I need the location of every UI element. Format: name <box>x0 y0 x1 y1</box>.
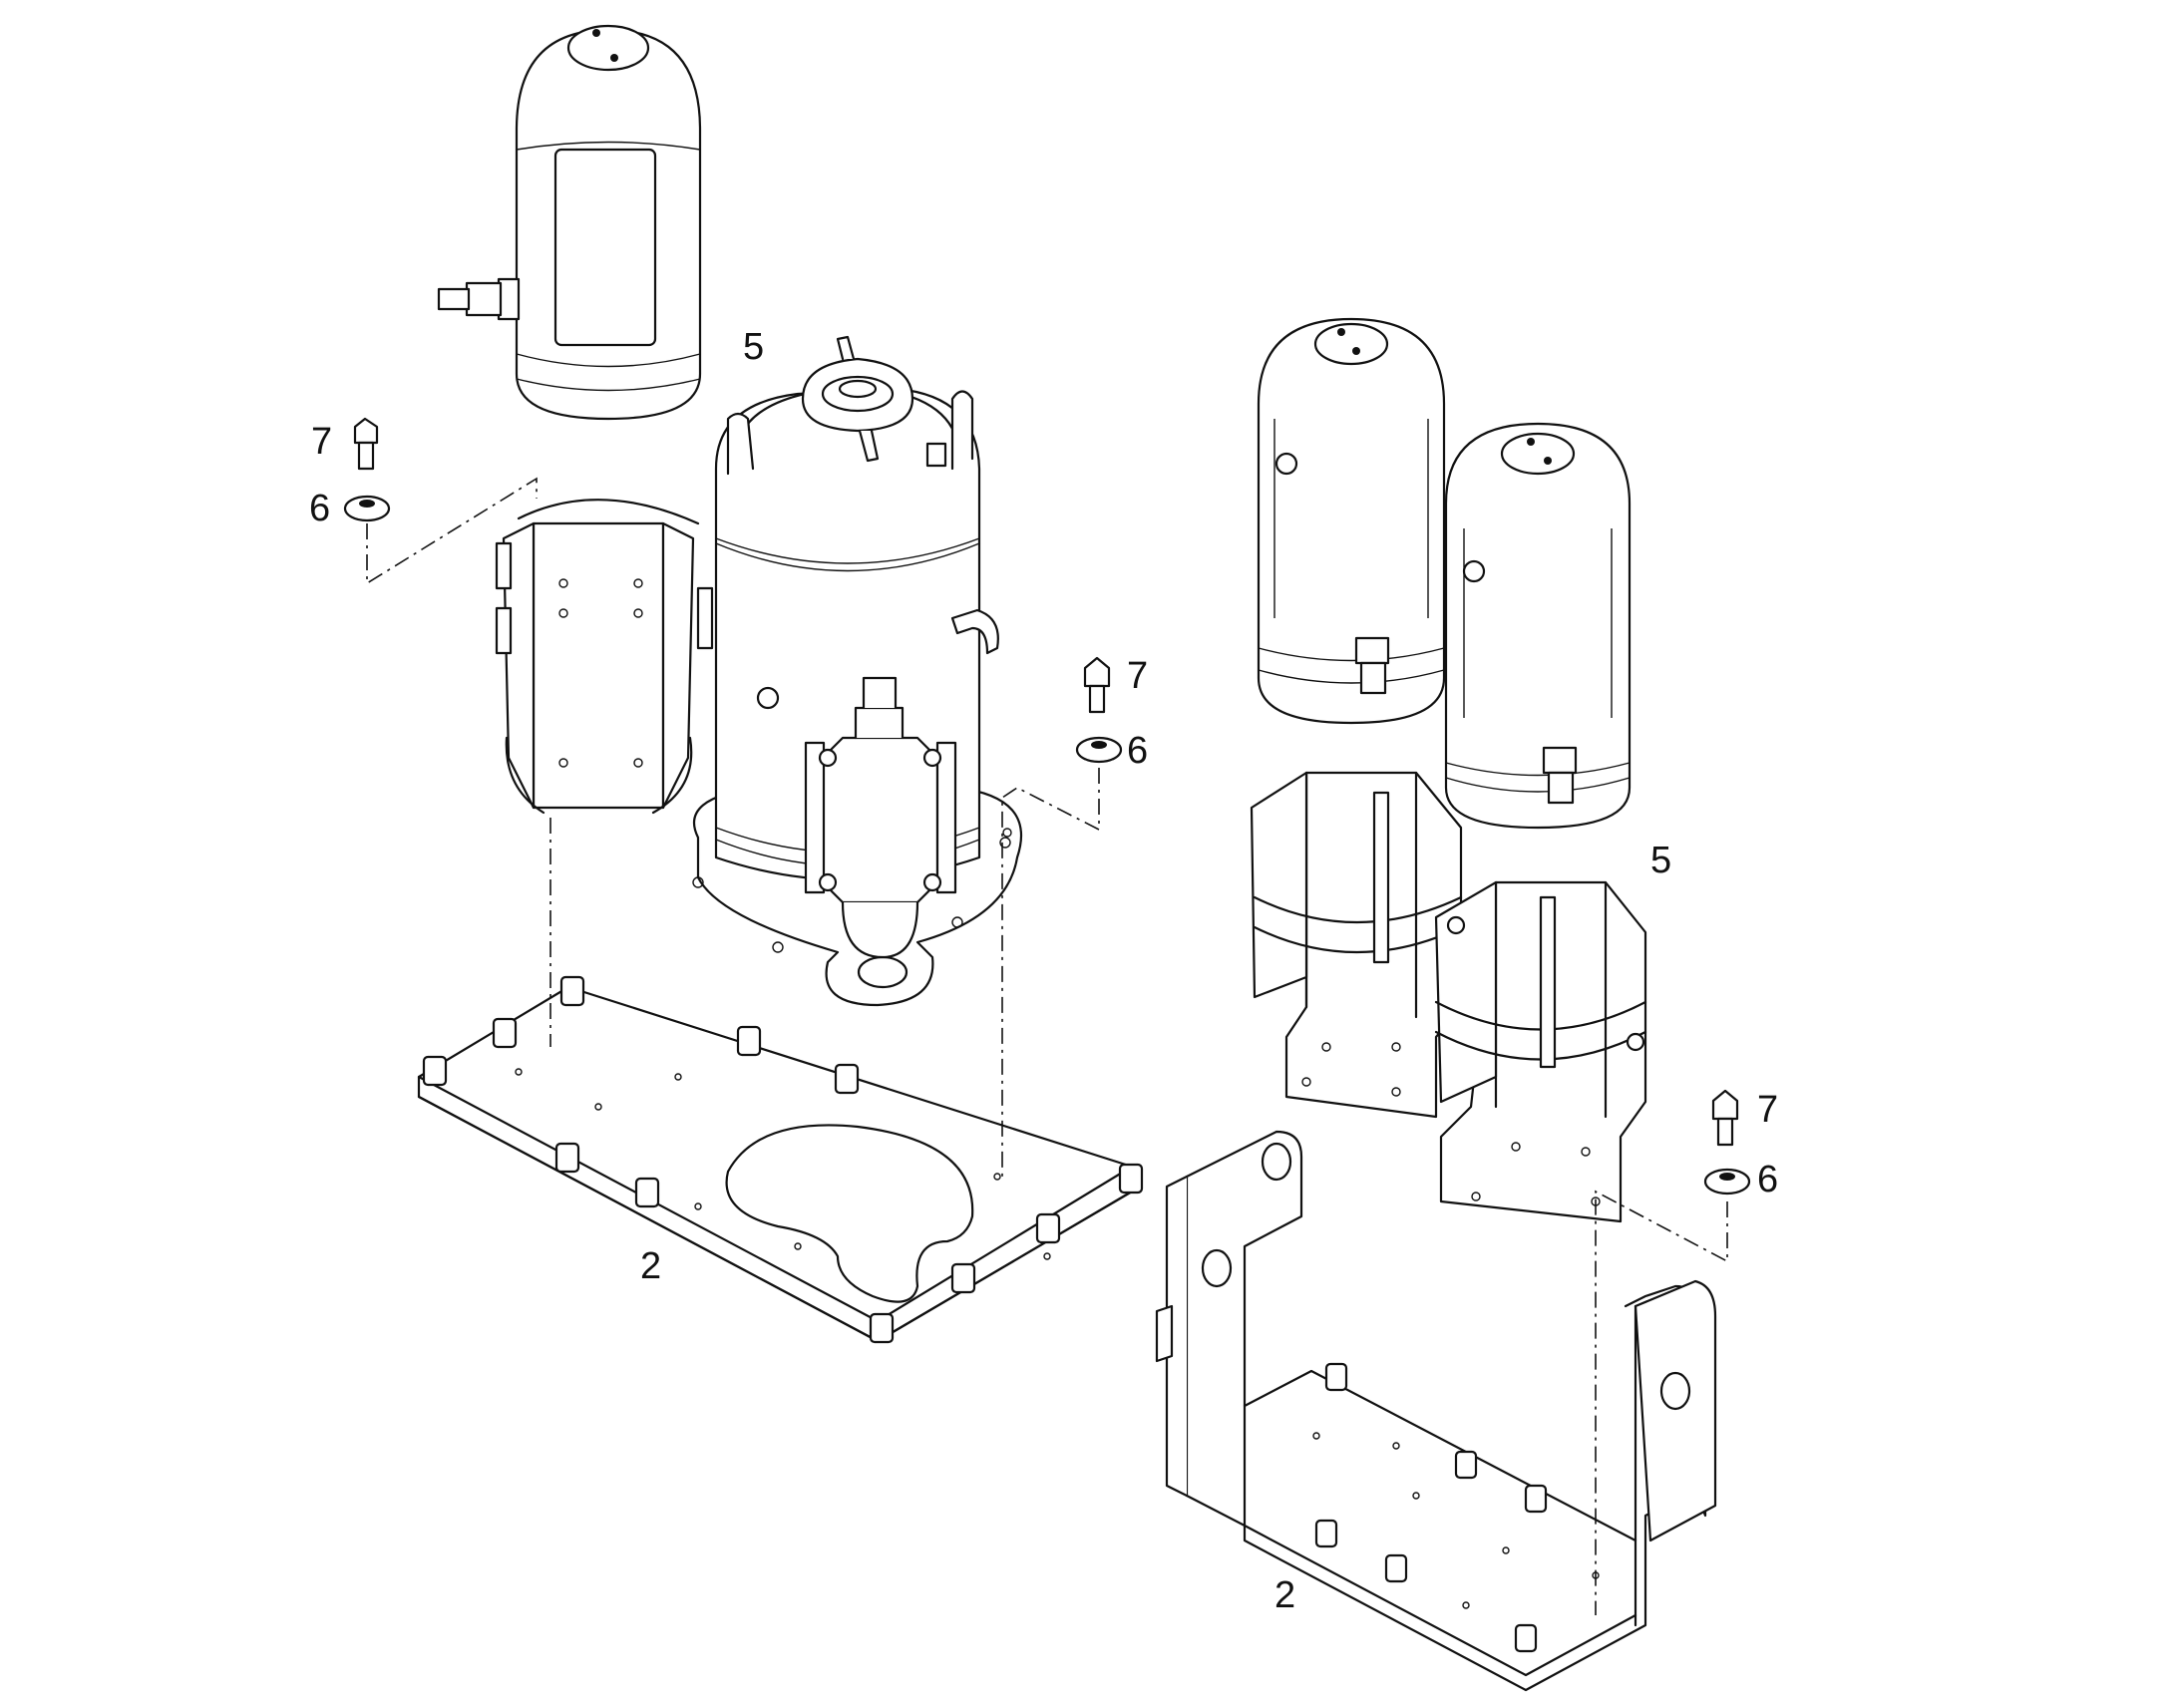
callout-6-a: 6 <box>309 488 330 529</box>
callout-6-c: 6 <box>1757 1159 1778 1200</box>
right-base-frame <box>1155 1130 1717 1692</box>
left-accumulator-tank <box>437 24 702 421</box>
callout-5-right: 5 <box>1650 840 1671 881</box>
assembly-line-c <box>1595 1190 1728 1615</box>
right-tank-bracket-2 <box>1434 880 1647 1223</box>
callout-7-b: 7 <box>1127 655 1148 697</box>
bolt-7-c <box>1711 1089 1739 1147</box>
frame-standoffs <box>1314 1362 1548 1653</box>
bolt-7-b <box>1083 656 1111 714</box>
assembly-line-a <box>366 477 538 585</box>
left-base-plate <box>417 975 1144 1344</box>
right-tank-1 <box>1257 317 1446 725</box>
washer-6-c <box>1703 1168 1751 1196</box>
callout-6-b: 6 <box>1127 730 1148 772</box>
callout-7-c: 7 <box>1757 1089 1778 1131</box>
right-tank-2 <box>1444 422 1632 830</box>
callout-5-left: 5 <box>743 326 764 368</box>
callout-7-a: 7 <box>311 421 332 463</box>
washer-6-a <box>343 495 391 522</box>
base-plate-standoffs <box>422 975 1144 1344</box>
compressor <box>692 335 1022 1007</box>
washer-6-b <box>1075 736 1123 764</box>
left-tank-bracket <box>495 499 714 815</box>
right-tank-bracket-1 <box>1250 771 1463 1119</box>
assembly-line-b <box>1001 768 1100 1177</box>
bolt-7-a <box>353 417 379 471</box>
callout-2-left: 2 <box>640 1245 661 1287</box>
callout-2-right: 2 <box>1274 1574 1295 1616</box>
